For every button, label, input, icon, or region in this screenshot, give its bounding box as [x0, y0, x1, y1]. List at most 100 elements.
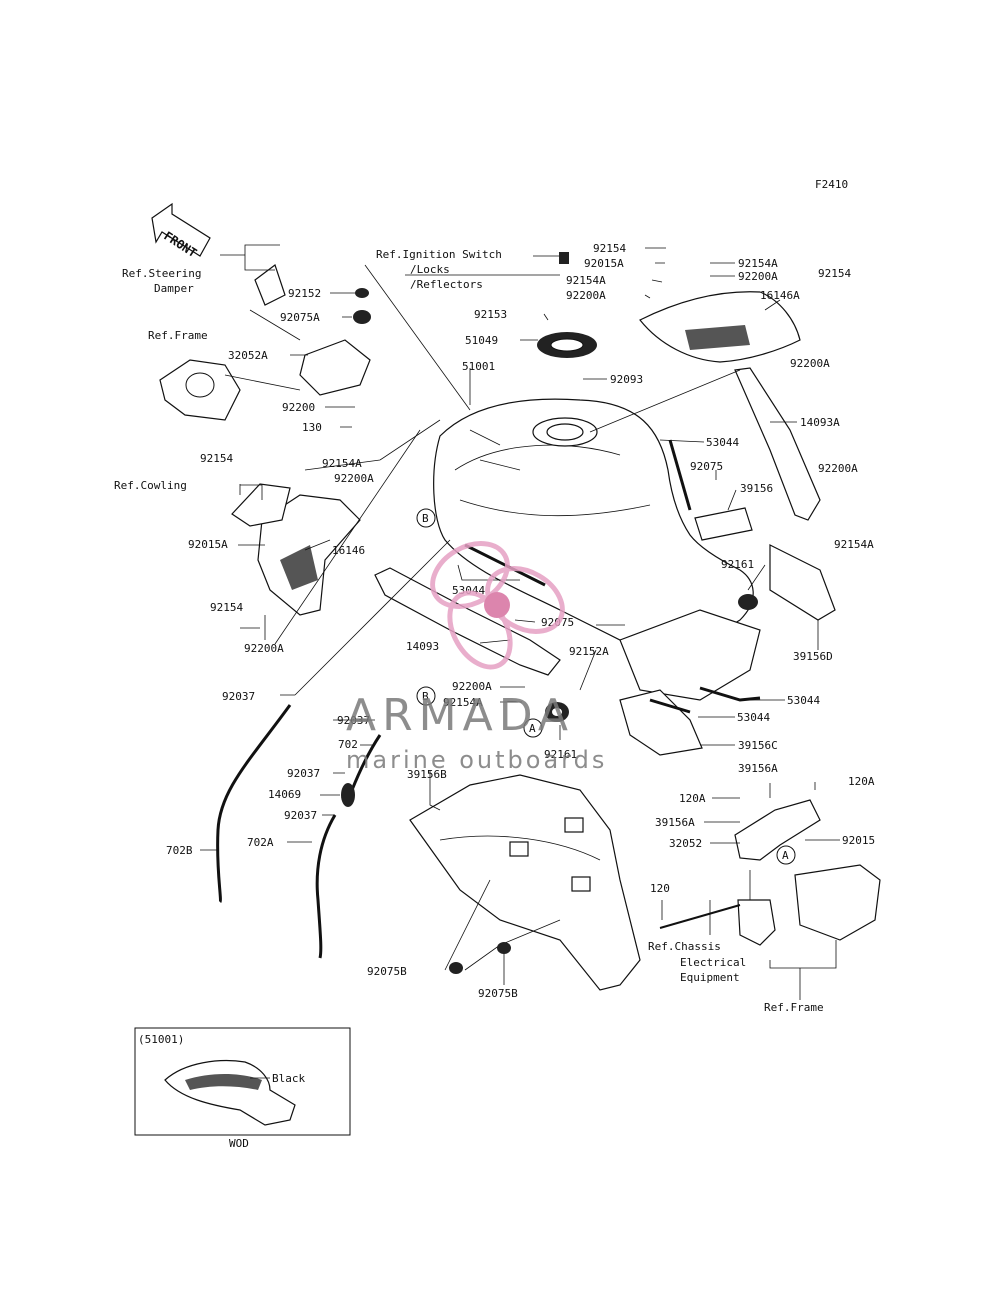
hose-53044-d [649, 698, 691, 714]
front-arrow-icon: FRONT [151, 202, 211, 260]
pad-39156C [619, 689, 703, 756]
part-702A: 702A [247, 836, 274, 849]
part-92200A-low: 92200A [244, 642, 284, 655]
part-92037-c: 92037 [287, 767, 320, 780]
part-14069: 14069 [268, 788, 301, 801]
inset-code: (51001) [138, 1033, 184, 1046]
frame-tube-hole [185, 372, 215, 398]
part-39156A-a: 39156A [738, 762, 778, 775]
side-strip-14093 [374, 567, 561, 676]
figure-code: F2410 [815, 178, 848, 191]
label-electrical: Electrical [680, 956, 746, 969]
label-locks: /Locks [410, 263, 450, 276]
part-14093: 14093 [406, 640, 439, 653]
part-92154-low: 92154 [210, 601, 243, 614]
inset-caption: WOD [229, 1137, 249, 1150]
part-92154A-r2: 92154A [834, 538, 874, 551]
watermark-subtitle: marine outboards [346, 746, 607, 774]
part-39156A-b: 39156A [655, 816, 695, 829]
part-92075: 92075 [690, 460, 723, 473]
part-16146: 16146 [332, 544, 365, 557]
part-92200: 92200 [282, 401, 315, 414]
leader-lines [200, 244, 840, 1000]
part-92015A-left: 92015A [188, 538, 228, 551]
bolt-120 [659, 904, 741, 929]
cover-16146A [639, 291, 801, 363]
part-92037-a: 92037 [222, 690, 255, 703]
svg-text:B: B [422, 512, 429, 525]
part-92200A-mid: 92200A [566, 289, 606, 302]
part-92200A-top: 92200A [738, 270, 778, 283]
label-ref-steering: Ref.Steering [122, 267, 201, 280]
part-14093A: 14093A [800, 416, 840, 429]
part-53044-d: 53044 [737, 711, 770, 724]
part-120A-a: 120A [848, 775, 875, 788]
part-51049: 51049 [465, 334, 498, 347]
nut-92075B-b [497, 942, 511, 954]
part-53044-a: 53044 [706, 436, 739, 449]
damper-92075A [353, 310, 371, 324]
part-92154A-c: 92154A [443, 696, 483, 709]
part-92161-a: 92161 [721, 558, 754, 571]
watermark-title: ARMADA [346, 690, 574, 741]
ref-cowling-part [231, 483, 291, 527]
part-53044-c: 53044 [787, 694, 820, 707]
steering-damper-bracket [254, 264, 286, 306]
part-39156: 39156 [740, 482, 773, 495]
part-92154-left: 92154 [200, 452, 233, 465]
part-92200A-c: 92200A [452, 680, 492, 693]
pad-39156 [694, 507, 753, 541]
bracket-32052A [299, 339, 371, 396]
filler-cap-51049 [537, 332, 597, 358]
svg-text:A: A [782, 849, 789, 862]
callout-a-right: A [776, 845, 796, 865]
plate-39156D [769, 544, 836, 621]
part-39156B: 39156B [407, 768, 447, 781]
part-92093: 92093 [610, 373, 643, 386]
part-92037-d: 92037 [284, 809, 317, 822]
label-damper: Damper [154, 282, 194, 295]
ref-frame-right-part [794, 864, 881, 941]
nut-92075B-a [449, 962, 463, 974]
watermark-propeller-icon [430, 541, 565, 670]
part-92154-top: 92154 [593, 242, 626, 255]
part-32052: 32052 [669, 837, 702, 850]
part-number-labels: 92152 92075A 32052A 92200 130 92154 9201… [166, 242, 875, 1000]
callout-b-upper: B [416, 508, 436, 528]
part-92200A-right: 92200A [790, 357, 830, 370]
damper-92152 [355, 288, 369, 298]
label-ref-cowling: Ref.Cowling [114, 479, 187, 492]
part-92152: 92152 [288, 287, 321, 300]
bolt-92154-top [559, 252, 569, 264]
part-39156C: 39156C [738, 739, 778, 752]
label-ref-frame-right: Ref.Frame [764, 1001, 824, 1014]
part-92161-b: 92161 [544, 748, 577, 761]
hose-702 [350, 734, 382, 791]
callout-b-lower: B [416, 686, 436, 706]
label-ref-frame-left: Ref.Frame [148, 329, 208, 342]
label-equipment: Equipment [680, 971, 740, 984]
part-92154A-mid: 92154A [566, 274, 606, 287]
cover-16146 [257, 494, 361, 616]
filter-14069 [341, 783, 355, 807]
part-130: 130 [302, 421, 322, 434]
part-92015A-top: 92015A [584, 257, 624, 270]
part-92152A: 92152A [569, 645, 609, 658]
part-92037-b: 92037 [337, 714, 370, 727]
part-16146A: 16146A [760, 289, 800, 302]
part-92015: 92015 [842, 834, 875, 847]
bracket-32052 [734, 799, 821, 861]
label-ref-ignition: Ref.Ignition Switch [376, 248, 502, 261]
tank-lower-section [619, 609, 761, 701]
ref-frame-right-part-2 [737, 899, 776, 946]
part-92153: 92153 [474, 308, 507, 321]
part-92154-right: 92154 [818, 267, 851, 280]
part-39156D: 39156D [793, 650, 833, 663]
part-92154A-left: 92154A [322, 457, 362, 470]
hose-702B [216, 704, 292, 904]
fuel-tank-51001 [433, 398, 754, 645]
part-702: 702 [338, 738, 358, 751]
part-120A-b: 120A [679, 792, 706, 805]
